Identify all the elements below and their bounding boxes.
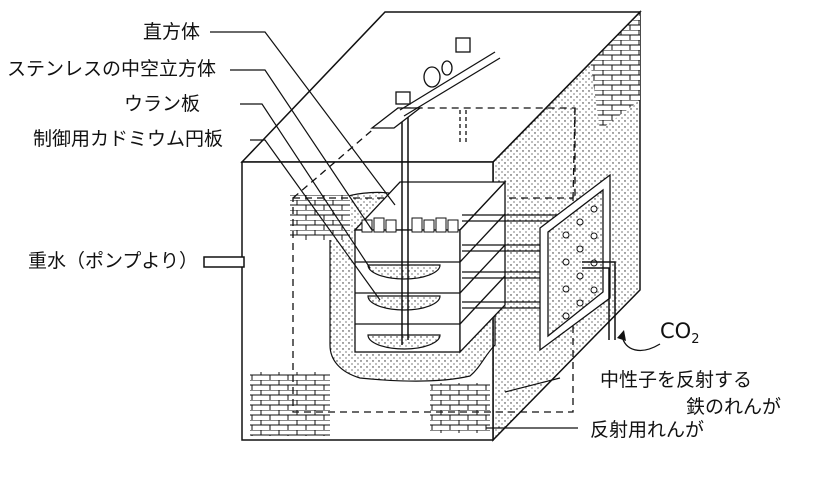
side-plate (539, 173, 611, 352)
cadmium-discs (367, 264, 441, 350)
label-reflector-brick: 反射用れんが (590, 419, 705, 441)
label-cadmium-disc: 制御用カドミウム円板 (33, 128, 224, 150)
front-bricks-lower-left (250, 372, 330, 436)
label-neutron-reflect-line2: 鉄のれんが (686, 396, 782, 418)
co2-arrow (621, 335, 661, 352)
front-bricks-lower-mid (430, 383, 490, 433)
drive-mechanism (370, 37, 501, 145)
label-co2-main: CO (660, 319, 692, 343)
right-face-bricks (590, 14, 640, 130)
uranium-blocks (361, 217, 459, 233)
control-shaft (401, 110, 409, 345)
leader-lines (210, 31, 578, 429)
co2-arrowhead (617, 330, 626, 341)
label-stainless-hollow-cube: ステンレスの中空立方体 (7, 58, 217, 80)
label-cuboid: 直方体 (143, 21, 201, 43)
label-neutron-reflect-line1: 中性子を反射する (600, 369, 753, 391)
heavy-water-pipe (203, 256, 245, 268)
label-uranium-plate: ウラン板 (124, 93, 201, 115)
label-heavy-water: 重水（ポンプより） (28, 250, 199, 272)
label-co2-sub: 2 (691, 332, 700, 348)
co2-pipe (582, 261, 616, 340)
label-co2: CO2 (660, 319, 700, 348)
